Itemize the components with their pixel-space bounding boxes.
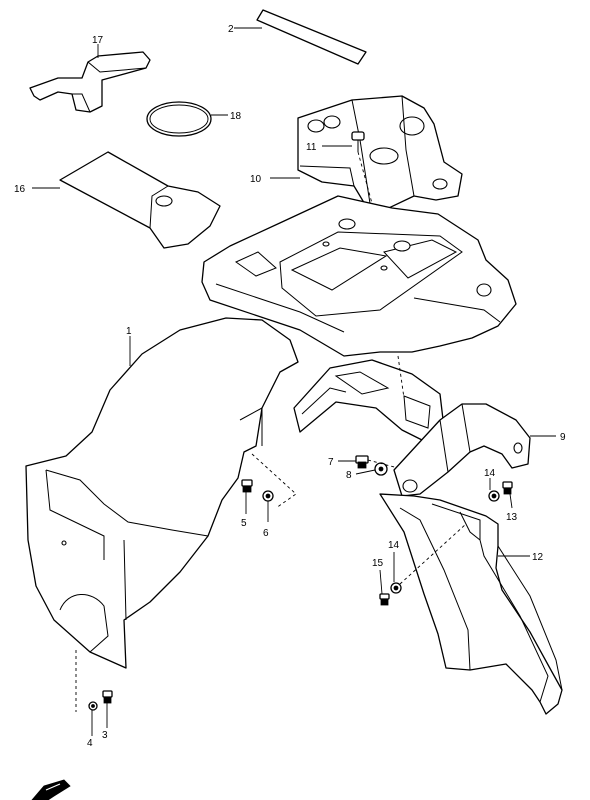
part-17-tool: [29, 44, 151, 113]
front-arrow-icon: [31, 779, 71, 800]
callout-12: 12: [532, 552, 544, 563]
parts-13-14-fasteners: [488, 478, 513, 509]
part-18-ring: [146, 101, 228, 137]
callout-18: 18: [230, 111, 242, 122]
callout-3: 3: [102, 730, 108, 741]
part-16-tool-bag: [32, 151, 221, 249]
callout-14-upper: 14: [484, 468, 496, 479]
callout-11: 11: [306, 142, 317, 153]
part-2-strip: [234, 9, 367, 65]
part-1-rear-fender: [25, 317, 299, 669]
callout-10: 10: [250, 174, 262, 185]
part-10-upper-bracket: [270, 95, 463, 217]
callout-9: 9: [560, 432, 566, 443]
part-9-bracket-arm: [393, 403, 556, 497]
parts-3-4-fasteners: [75, 650, 113, 736]
part-12-plate-holder: [379, 493, 563, 715]
callout-6: 6: [263, 528, 269, 539]
callout-2: 2: [228, 24, 234, 35]
parts-5-6-fasteners: [241, 453, 297, 522]
part-11-bolt: [322, 131, 383, 241]
callout-5: 5: [241, 518, 247, 529]
callout-7: 7: [328, 457, 334, 468]
callout-4: 4: [87, 738, 93, 749]
parts-14-15-fasteners: [379, 523, 467, 606]
callout-1: 1: [126, 326, 132, 337]
parts-7-8-fasteners: [338, 455, 399, 476]
callout-13: 13: [506, 512, 518, 523]
callout-16: 16: [14, 184, 26, 195]
lower-mount-bracket: [293, 355, 445, 445]
callout-17: 17: [92, 35, 104, 46]
callout-14-lower: 14: [388, 540, 400, 551]
callout-8: 8: [346, 470, 352, 481]
rear-frame-assembly: [201, 195, 517, 357]
callout-15: 15: [372, 558, 384, 569]
